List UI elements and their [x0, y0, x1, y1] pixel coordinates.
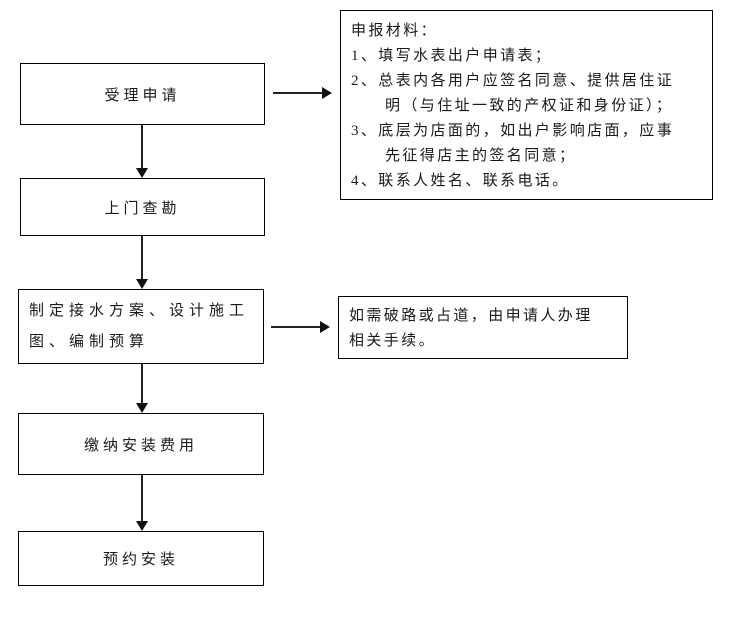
- step-box-schedule-installation: 预约安装: [18, 531, 264, 586]
- arrow-plan-to-pay-icon: [136, 364, 148, 413]
- arrow-head-down-icon: [136, 521, 148, 531]
- arrow-shaft: [271, 326, 320, 328]
- arrow-head-down-icon: [136, 168, 148, 178]
- arrow-shaft: [141, 475, 143, 521]
- step-box-plan-design-budget: 制定接水方案、设计施工 图、编制预算: [18, 289, 264, 364]
- note-line: 申报材料：: [351, 23, 439, 39]
- step-label: 缴纳安装费用: [83, 437, 198, 454]
- note-line: 明（与住址一致的产权证和身份证）；: [385, 98, 674, 114]
- arrow-head-right-icon: [320, 321, 330, 333]
- note-line: 先征得店主的签名同意；: [385, 148, 577, 164]
- arrow-shaft: [273, 92, 322, 94]
- note-line: 1、填写水表出户申请表；: [351, 48, 553, 64]
- arrow-head-down-icon: [136, 403, 148, 413]
- arrow-survey-to-plan-icon: [136, 236, 148, 289]
- arrow-head-down-icon: [136, 279, 148, 289]
- step-box-site-survey: 上门查勘: [20, 178, 265, 236]
- note-box-road-occupation-permit: 如需破路或占道，由申请人办理 相关手续。: [338, 296, 628, 359]
- note-line: 如需破路或占道，由申请人办理: [349, 308, 593, 324]
- step-label: 受理申请: [104, 87, 181, 104]
- step-label: 上门查勘: [104, 200, 181, 217]
- step-box-pay-installation-fee: 缴纳安装费用: [18, 413, 264, 475]
- note-line: 2、总表内各用户应签名同意、提供居住证: [351, 73, 675, 89]
- step-label: 预约安装: [102, 552, 179, 568]
- note-box-application-materials: 申报材料： 1、填写水表出户申请表； 2、总表内各用户应签名同意、提供居住证 明…: [340, 10, 713, 200]
- arrow-pay-to-schedule-icon: [136, 475, 148, 531]
- arrow-shaft: [141, 364, 143, 403]
- note-line: 相关手续。: [349, 333, 437, 349]
- step-label-line: 图、编制预算: [29, 333, 150, 350]
- step-label-line: 制定接水方案、设计施工: [29, 302, 250, 319]
- arrow-shaft: [141, 125, 143, 168]
- note-line: 4、联系人姓名、联系电话。: [351, 173, 570, 189]
- arrow-head-right-icon: [322, 87, 332, 99]
- arrow-shaft: [141, 236, 143, 279]
- arrow-accept-to-survey-icon: [136, 125, 148, 178]
- arrow-accept-to-materials-icon: [273, 87, 332, 99]
- arrow-plan-to-permit-icon: [271, 321, 330, 333]
- note-line: 3、底层为店面的，如出户影响店面，应事: [351, 123, 675, 139]
- step-box-accept-application: 受理申请: [20, 63, 265, 125]
